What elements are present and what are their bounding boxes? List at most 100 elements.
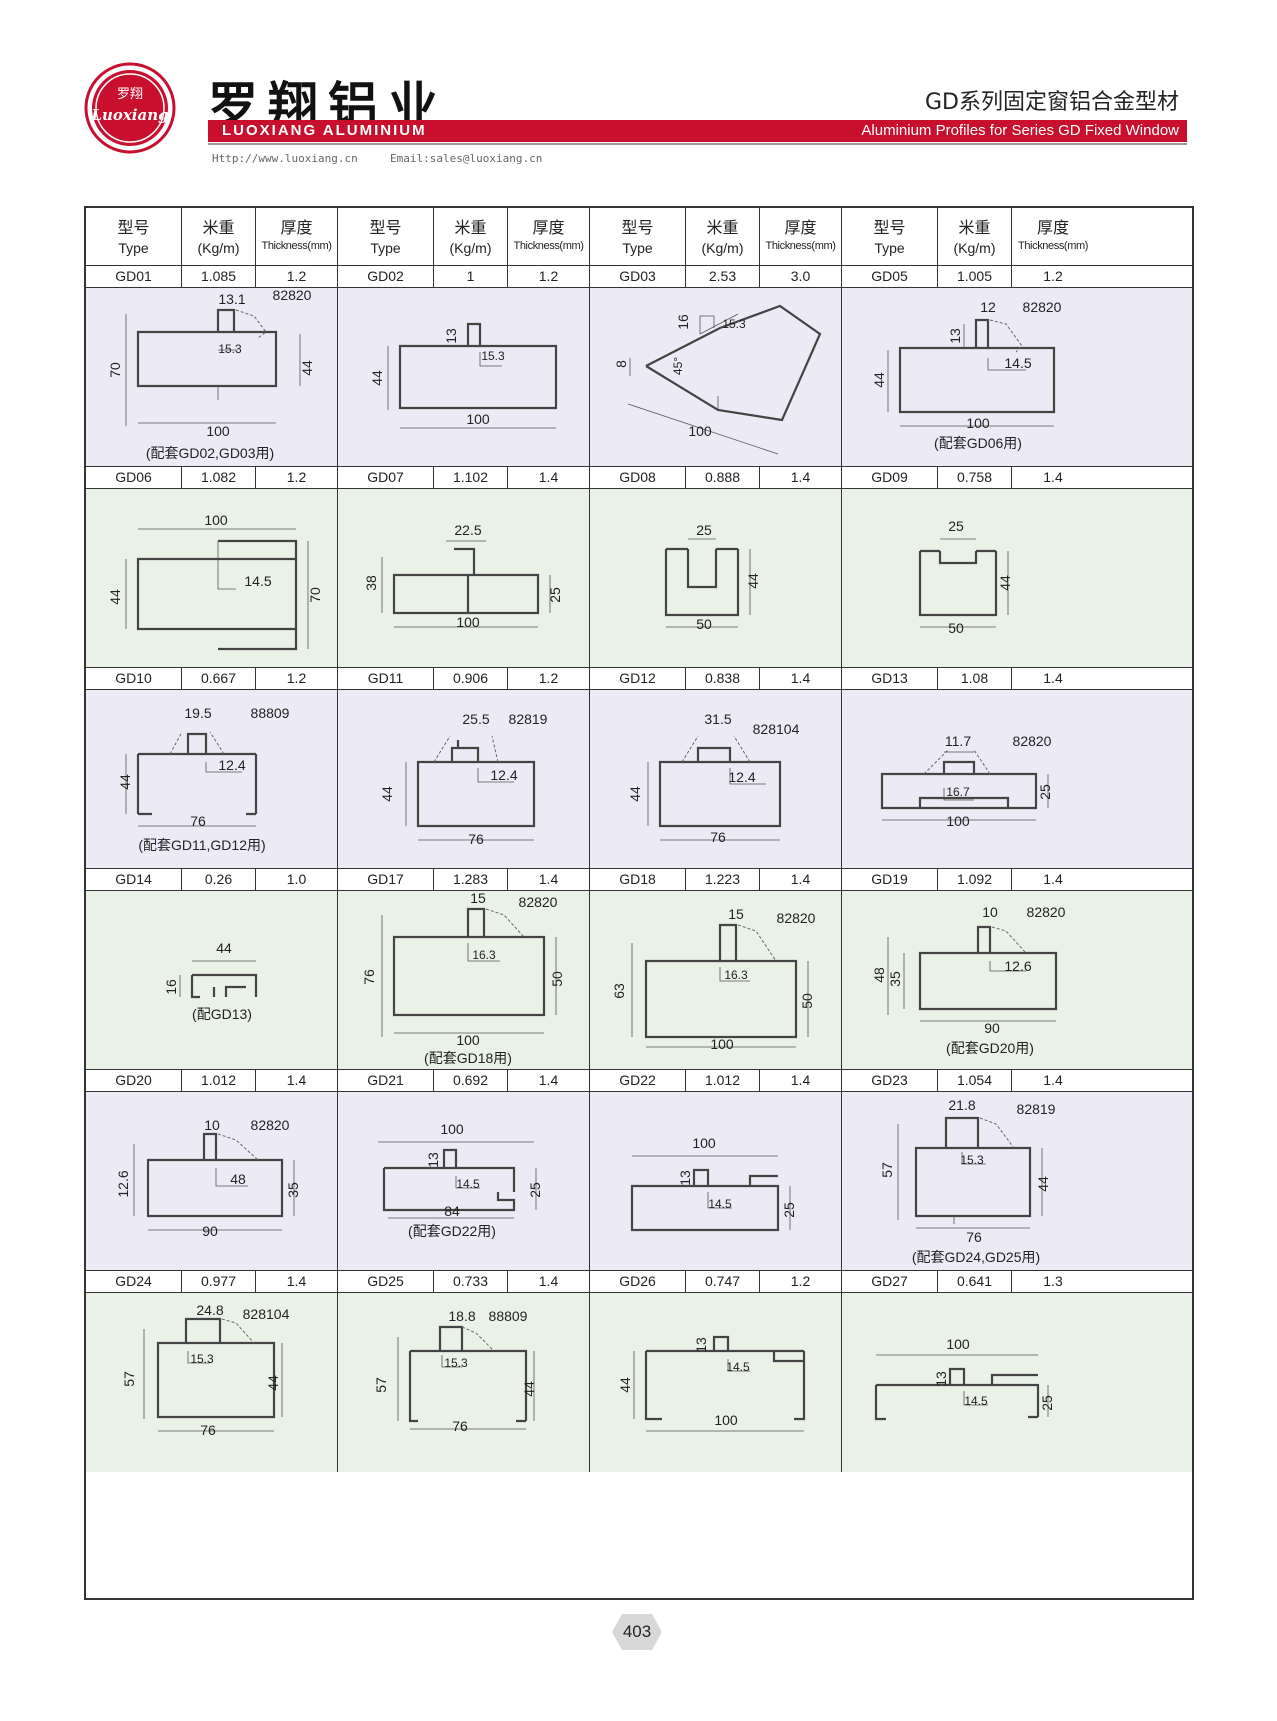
profile-type: GD11	[338, 668, 434, 689]
dimension-label: 44	[521, 1381, 537, 1397]
profile-type: GD05	[842, 266, 938, 287]
dimension-label: 13.1	[218, 291, 245, 307]
dimension-label: 63	[611, 983, 627, 999]
header-red-bar	[208, 120, 1187, 142]
dimension-label: 82820	[519, 894, 558, 910]
dimension-label: 828104	[243, 1306, 290, 1322]
profile-thickness: 1.4	[760, 869, 842, 890]
dimension-label: 13	[443, 328, 459, 344]
header-divider	[208, 143, 1187, 145]
profile-weight: 1.012	[686, 1070, 760, 1091]
profile-thickness: 1.4	[760, 1070, 842, 1091]
svg-text:罗翔: 罗翔	[117, 87, 143, 102]
dimension-label: 16.3	[724, 968, 748, 982]
page-number: 403	[622, 1622, 652, 1641]
usage-note: (配套GD11,GD12用)	[138, 837, 265, 853]
dimension-label: 70	[307, 587, 323, 603]
dimension-label: 21.8	[948, 1097, 975, 1113]
profile-weight: 0.758	[938, 467, 1012, 488]
dimension-label: 44	[745, 573, 761, 589]
dimension-label: 44	[617, 1377, 633, 1393]
profile-thickness: 1.2	[508, 668, 590, 689]
profile-thickness: 1.4	[760, 668, 842, 689]
dimension-label: 50	[948, 620, 964, 636]
dimension-label: 10	[204, 1117, 220, 1133]
dimension-label: 82820	[251, 1117, 290, 1133]
dimension-label: 25	[1037, 784, 1053, 800]
page-number-badge: 403	[602, 1612, 672, 1652]
profile-weight: 0.641	[938, 1271, 1012, 1292]
luoxiang-logo: 罗翔 Luoxiang	[84, 62, 176, 154]
dimension-label: 16.7	[946, 785, 970, 799]
dimension-label: 15.3	[444, 1356, 468, 1370]
dimension-label: 15.3	[481, 349, 505, 363]
dimension-label: 12.6	[1004, 958, 1031, 974]
dimension-label: 82820	[1027, 904, 1066, 920]
dimension-label: 100	[440, 1121, 464, 1137]
dimension-label: 44	[107, 589, 123, 605]
dimension-label: 19.5	[184, 705, 211, 721]
dimension-label: 14.5	[244, 573, 271, 589]
dimension-label: 10	[982, 904, 998, 920]
dimension-label: 82820	[777, 910, 816, 926]
dimension-label: 13	[693, 1337, 709, 1353]
profile-type: GD22	[590, 1070, 686, 1091]
profile-type: GD03	[590, 266, 686, 287]
profile-type: GD18	[590, 869, 686, 890]
dimension-label: 13	[425, 1152, 441, 1168]
svg-text:Luoxiang: Luoxiang	[90, 106, 168, 124]
email-link[interactable]: Email:sales@luoxiang.cn	[390, 152, 543, 165]
dimension-label: 15.3	[190, 1352, 214, 1366]
website-link[interactable]: Http://www.luoxiang.cn	[212, 152, 358, 165]
dimension-label: 44	[627, 786, 643, 802]
dimension-label: 76	[468, 831, 484, 847]
usage-note: (配套GD22用)	[408, 1223, 496, 1239]
dimension-label: 13	[947, 328, 963, 344]
profile-weight: 0.838	[686, 668, 760, 689]
dimension-label: 25	[696, 522, 712, 538]
profile-weight: 1.005	[938, 266, 1012, 287]
profile-weight: 1.085	[182, 266, 256, 287]
profile-weight: 1.054	[938, 1070, 1012, 1091]
dimension-label: 44	[216, 940, 232, 956]
dimension-label: 25	[781, 1202, 797, 1218]
dimension-label: 18.8	[448, 1308, 475, 1324]
profile-type: GD08	[590, 467, 686, 488]
dimension-label: 38	[363, 575, 379, 591]
profile-weight: 0.747	[686, 1271, 760, 1292]
dimension-label: 90	[984, 1020, 1000, 1036]
brand-name-en: LUOXIANG ALUMINIUM	[222, 122, 427, 139]
profile-type: GD24	[86, 1271, 182, 1292]
dimension-label: 57	[373, 1377, 389, 1393]
header-cell-weight: 米重(Kg/m)	[182, 208, 256, 265]
usage-note: (配套GD24,GD25用)	[912, 1249, 1040, 1265]
dimension-label: 25	[547, 587, 563, 603]
usage-note: (配套GD06用)	[934, 435, 1022, 451]
dimension-label: 100	[206, 423, 230, 439]
